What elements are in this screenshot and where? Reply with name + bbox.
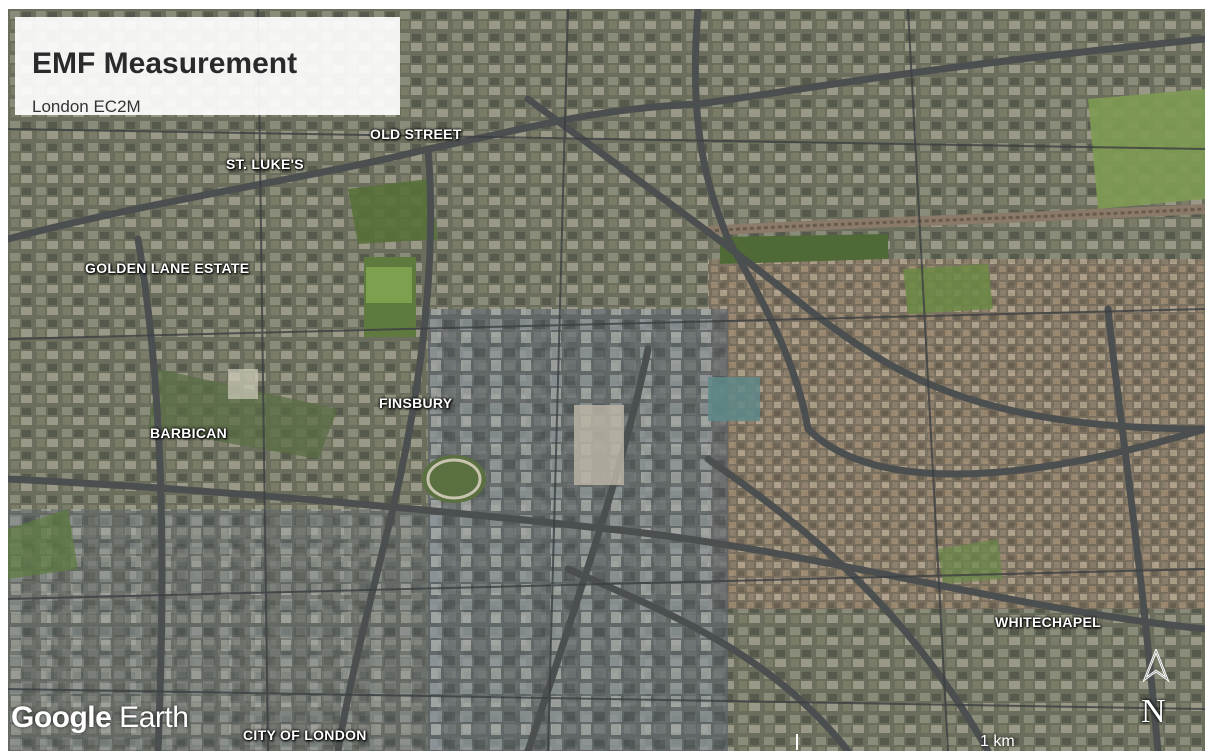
place-label-golden-lane-estate[interactable]: GOLDEN LANE ESTATE xyxy=(85,260,250,276)
north-label: N xyxy=(1141,693,1166,730)
scale-label: 1 km xyxy=(980,733,1015,750)
place-label-barbican[interactable]: BARBICAN xyxy=(150,425,228,441)
google-earth-logo: Google Earth xyxy=(11,701,189,734)
place-label-st-lukes[interactable]: ST. LUKE'S xyxy=(226,156,304,172)
place-label-finsbury[interactable]: FINSBURY xyxy=(379,395,453,411)
scale-bar xyxy=(796,734,976,750)
north-arrow-icon xyxy=(1142,649,1170,683)
satellite-map[interactable]: EMF Measurement London EC2M OLD STREET S… xyxy=(8,9,1205,751)
map-subtitle: London EC2M xyxy=(32,97,141,116)
place-label-whitechapel[interactable]: WHITECHAPEL xyxy=(995,614,1101,630)
map-imagery xyxy=(8,9,1205,751)
title-panel: EMF Measurement London EC2M xyxy=(15,17,400,116)
map-title: EMF Measurement xyxy=(32,47,298,80)
place-label-city-of-london[interactable]: CITY OF LONDON xyxy=(243,727,367,743)
place-label-old-street[interactable]: OLD STREET xyxy=(370,126,462,142)
